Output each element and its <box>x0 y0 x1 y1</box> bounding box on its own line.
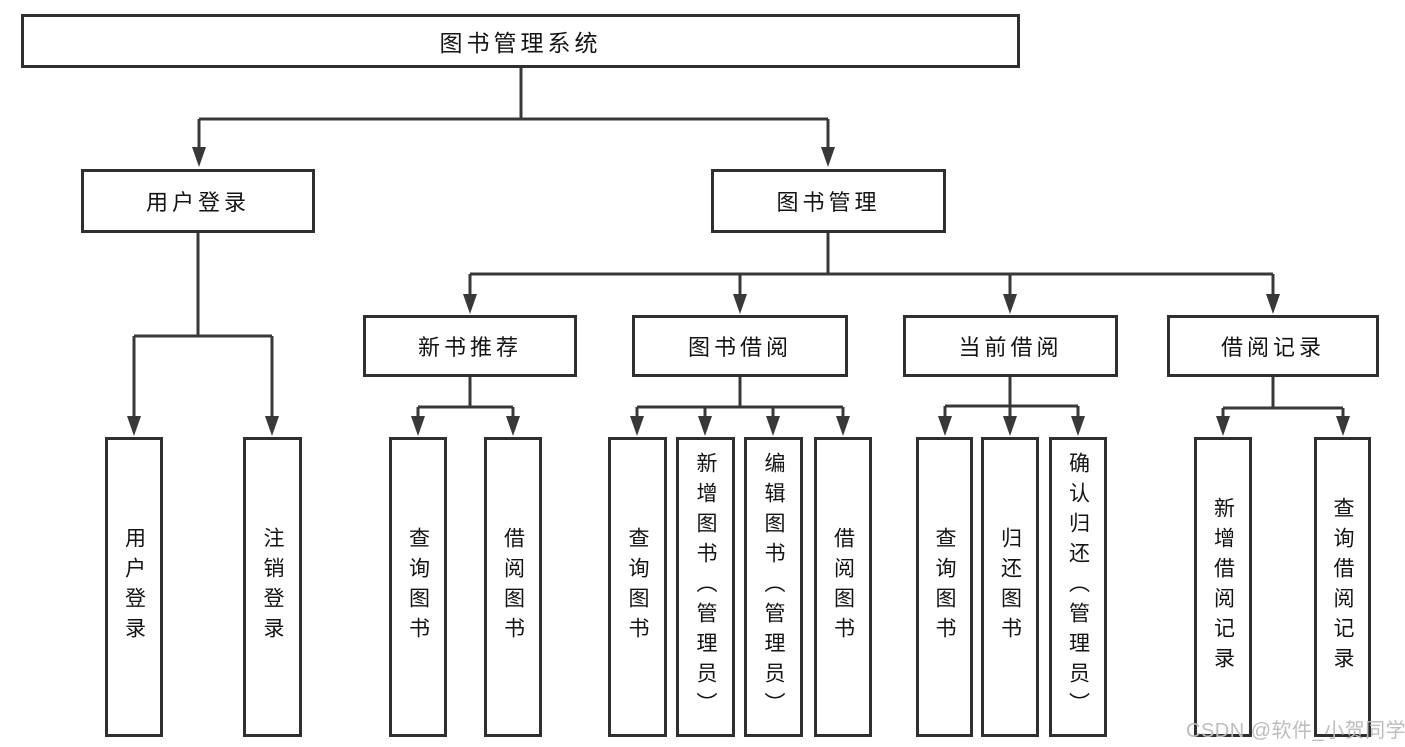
csdn-watermark: CSDN @软件_小贺同学 <box>1186 720 1405 742</box>
arrowhead-icon <box>1266 294 1280 314</box>
node-book-borrowing: 图书借阅 <box>632 315 848 377</box>
leaf-borrow-edit-admin: 编辑图书（管理员） <box>744 437 803 737</box>
node-new-book-recommend: 新书推荐 <box>363 315 577 377</box>
arrowhead-icon <box>265 416 279 436</box>
leaf-record-add-label: 新增借阅记录 <box>1211 497 1235 677</box>
node-system-root: 图书管理系统 <box>21 14 1020 68</box>
arrowhead-icon <box>1003 294 1017 314</box>
leaf-current-confirm-admin-label: 确认归还（管理员） <box>1066 452 1090 722</box>
leaf-record-query: 查询借阅记录 <box>1314 437 1371 737</box>
leaf-newbook-borrow-label: 借阅图书 <box>501 527 525 647</box>
arrowhead-icon <box>938 416 952 436</box>
node-current-borrowing: 当前借阅 <box>903 315 1118 377</box>
leaf-login-label: 用户登录 <box>122 527 146 647</box>
arrowhead-icon <box>766 416 780 436</box>
arrowhead-icon <box>733 294 747 314</box>
node-user-login: 用户登录 <box>81 169 315 233</box>
arrowhead-icon <box>192 147 206 167</box>
arrowhead-icon <box>1336 416 1350 436</box>
leaf-borrow-add-admin: 新增图书（管理员） <box>676 437 735 737</box>
arrowhead-icon <box>698 416 712 436</box>
leaf-login: 用户登录 <box>105 437 163 737</box>
arrowhead-icon <box>821 147 835 167</box>
leaf-newbook-borrow: 借阅图书 <box>484 437 542 737</box>
leaf-borrow-query: 查询图书 <box>608 437 667 737</box>
leaf-logout: 注销登录 <box>243 437 302 737</box>
leaf-record-query-label: 查询借阅记录 <box>1331 497 1354 677</box>
leaf-borrow-query-label: 查询图书 <box>626 527 649 647</box>
leaf-current-query: 查询图书 <box>916 437 973 737</box>
arrowhead-icon <box>127 416 141 436</box>
arrowhead-icon <box>1071 416 1085 436</box>
leaf-newbook-query-label: 查询图书 <box>406 527 430 647</box>
leaf-current-confirm-admin: 确认归还（管理员） <box>1049 437 1107 737</box>
leaf-newbook-query: 查询图书 <box>389 437 447 737</box>
leaf-borrow-edit-admin-label: 编辑图书（管理员） <box>762 452 785 722</box>
leaf-borrow-add-admin-label: 新增图书（管理员） <box>694 452 717 722</box>
arrowhead-icon <box>836 416 850 436</box>
arrowhead-icon <box>630 416 644 436</box>
arrowhead-icon <box>1216 416 1230 436</box>
leaf-current-return-label: 归还图书 <box>998 527 1022 647</box>
leaf-current-return: 归还图书 <box>981 437 1039 737</box>
leaf-borrow-book-label: 借阅图书 <box>831 527 855 647</box>
arrowhead-icon <box>411 416 425 436</box>
arrowhead-icon <box>506 416 520 436</box>
node-book-management: 图书管理 <box>711 169 946 233</box>
leaf-record-add: 新增借阅记录 <box>1194 437 1252 737</box>
arrowhead-icon <box>1003 416 1017 436</box>
arrowhead-icon <box>463 294 477 314</box>
leaf-current-query-label: 查询图书 <box>933 527 956 647</box>
node-borrowing-records: 借阅记录 <box>1167 315 1379 377</box>
leaf-borrow-book: 借阅图书 <box>814 437 872 737</box>
leaf-logout-label: 注销登录 <box>261 527 284 647</box>
